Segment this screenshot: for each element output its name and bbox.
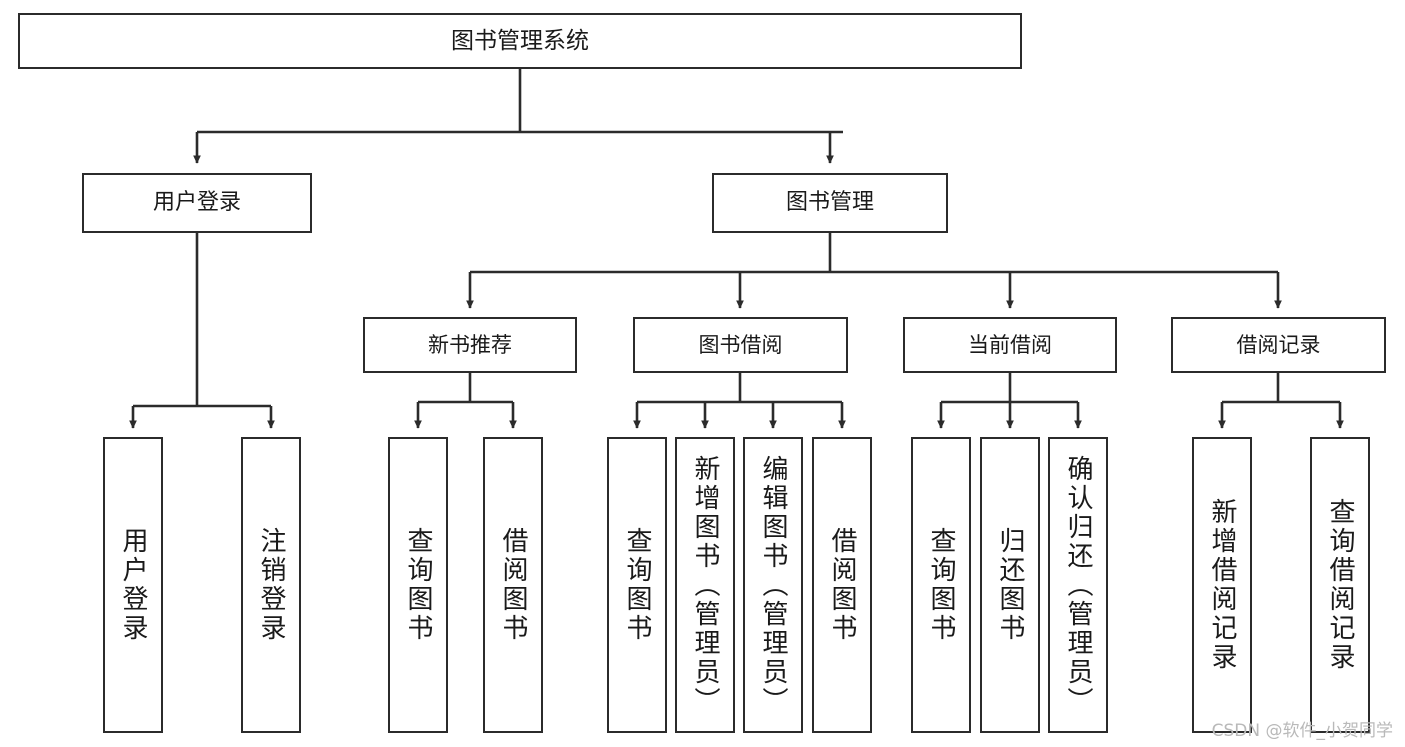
leaf-return-book-label: 归还图书 xyxy=(995,527,1025,643)
leaf-borrow-book-1-label: 借阅图书 xyxy=(498,527,528,643)
node-current-borrow[interactable]: 当前借阅 xyxy=(903,317,1117,373)
node-book-manage[interactable]: 图书管理 xyxy=(712,173,948,233)
leaf-add-book-label: 新增图书（管理员） xyxy=(690,454,720,716)
leaf-add-book[interactable]: 新增图书（管理员） xyxy=(675,437,735,733)
leaf-add-record[interactable]: 新增借阅记录 xyxy=(1192,437,1252,733)
node-borrow-record[interactable]: 借阅记录 xyxy=(1171,317,1386,373)
leaf-query-book-1-label: 查询图书 xyxy=(403,527,433,643)
node-root[interactable]: 图书管理系统 xyxy=(18,13,1022,69)
leaf-query-book-1[interactable]: 查询图书 xyxy=(388,437,448,733)
node-book-manage-label: 图书管理 xyxy=(785,190,874,216)
leaf-query-book-2[interactable]: 查询图书 xyxy=(607,437,667,733)
leaf-edit-book[interactable]: 编辑图书（管理员） xyxy=(743,437,803,733)
node-book-borrow[interactable]: 图书借阅 xyxy=(633,317,848,373)
node-user-login[interactable]: 用户登录 xyxy=(82,173,312,233)
leaf-edit-book-label: 编辑图书（管理员） xyxy=(758,454,788,716)
leaf-borrow-book-1[interactable]: 借阅图书 xyxy=(483,437,543,733)
leaf-confirm-return[interactable]: 确认归还（管理员） xyxy=(1048,437,1108,733)
node-borrow-record-label: 借阅记录 xyxy=(1236,332,1321,357)
node-user-login-label: 用户登录 xyxy=(152,190,241,216)
node-root-label: 图书管理系统 xyxy=(451,27,589,54)
leaf-query-book-3-label: 查询图书 xyxy=(926,527,956,643)
leaf-return-book[interactable]: 归还图书 xyxy=(980,437,1040,733)
leaf-logout-login-label: 注销登录 xyxy=(256,527,286,643)
leaf-user-login[interactable]: 用户登录 xyxy=(103,437,163,733)
leaf-query-record[interactable]: 查询借阅记录 xyxy=(1310,437,1370,733)
leaf-logout-login[interactable]: 注销登录 xyxy=(241,437,301,733)
csdn-watermark: CSDN @软件_小贺同学 xyxy=(1211,721,1393,741)
leaf-query-book-3[interactable]: 查询图书 xyxy=(911,437,971,733)
node-new-book-recommend[interactable]: 新书推荐 xyxy=(363,317,577,373)
leaf-query-record-label: 查询借阅记录 xyxy=(1325,498,1355,672)
leaf-query-book-2-label: 查询图书 xyxy=(622,527,652,643)
leaf-borrow-book-2-label: 借阅图书 xyxy=(827,527,857,643)
node-book-borrow-label: 图书借阅 xyxy=(698,332,783,357)
leaf-add-record-label: 新增借阅记录 xyxy=(1207,498,1237,672)
leaf-confirm-return-label: 确认归还（管理员） xyxy=(1063,454,1093,716)
leaf-borrow-book-2[interactable]: 借阅图书 xyxy=(812,437,872,733)
leaf-user-login-label: 用户登录 xyxy=(118,527,148,643)
node-current-borrow-label: 当前借阅 xyxy=(968,332,1052,357)
node-new-book-recommend-label: 新书推荐 xyxy=(428,332,512,357)
